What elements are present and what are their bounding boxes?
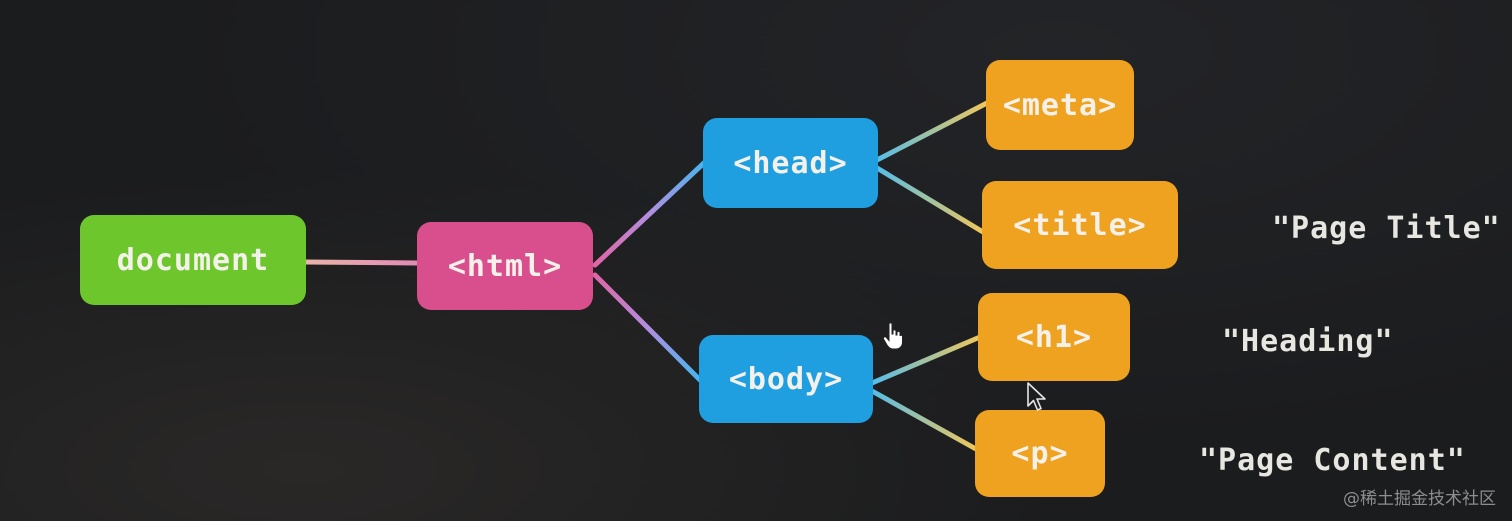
edge-html-body <box>592 272 703 383</box>
node-head: <head> <box>703 118 878 208</box>
node-body: <body> <box>699 335 873 423</box>
arrow-cursor-icon <box>1027 382 1046 411</box>
node-html: <html> <box>417 222 593 310</box>
text-node-heading: "Heading" <box>1222 324 1394 359</box>
edge-html-head <box>592 159 708 268</box>
edge-document-html <box>302 259 421 266</box>
watermark: @稀土掘金技术社区 <box>1343 489 1496 509</box>
edge-body-h1 <box>869 334 983 386</box>
node-h1: <h1> <box>978 293 1130 381</box>
text-node-page-title: "Page Title" <box>1272 211 1501 246</box>
hand-cursor-icon <box>882 322 903 350</box>
node-title: <title> <box>982 181 1178 269</box>
node-meta: <meta> <box>986 60 1134 150</box>
edge-head-meta <box>874 100 990 163</box>
text-node-page-content: "Page Content" <box>1199 443 1466 478</box>
node-p: <p> <box>975 410 1105 497</box>
node-document: document <box>80 215 306 305</box>
edge-head-title <box>874 165 986 235</box>
edge-body-p <box>869 388 979 452</box>
